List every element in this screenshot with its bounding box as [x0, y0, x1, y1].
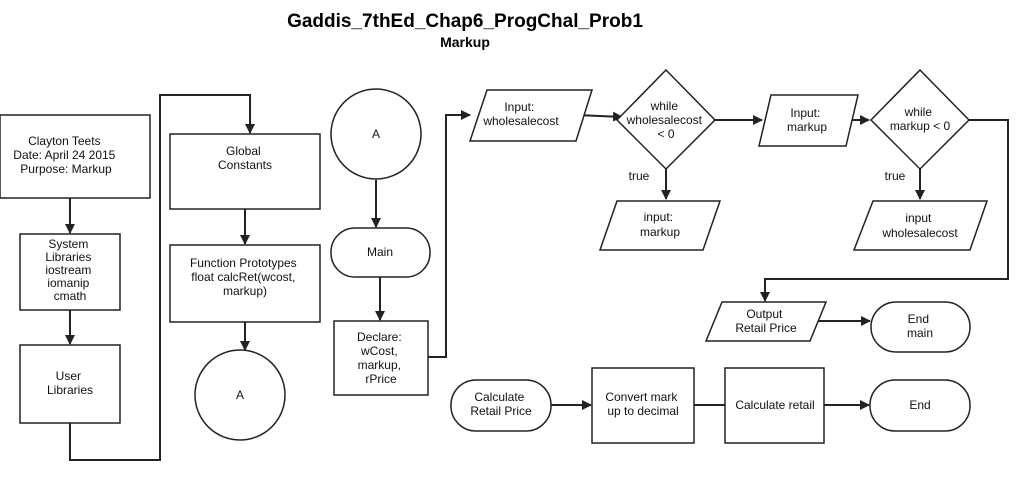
node-calculate-retail-text: Calculate retail [735, 398, 814, 412]
node-input-markup[interactable]: Input: markup [758, 94, 859, 147]
node-calculate-retail[interactable]: Calculate retail [724, 367, 825, 444]
node-calc-start-text: Calculate Retail Price [470, 390, 532, 418]
node-connector-left[interactable]: A [194, 349, 286, 441]
node-output-retail-text: Output Retail Price [735, 307, 797, 335]
node-reinput-wholesalecost-text: input wholesalecost [881, 211, 958, 240]
node-convert-markup-text: Convert mark up to decimal [605, 390, 680, 418]
node-header-info[interactable]: Clayton Teets Date: April 24 2015 Purpos… [0, 114, 151, 199]
edge-declare-to-input-cost [428, 110, 471, 358]
node-function-prototypes-text: Function Prototypes float calcRet(wcost,… [190, 256, 300, 298]
node-end-main[interactable]: End main [870, 301, 971, 353]
node-global-constants[interactable]: Global Constants [169, 133, 321, 210]
edge-user-to-globals [69, 94, 255, 461]
node-header-info-text: Clayton Teets Date: April 24 2015 Purpos… [13, 134, 118, 176]
node-while-markup-text: while markup < 0 [890, 105, 951, 133]
node-connector-top-text: A [372, 127, 380, 141]
node-user-libraries[interactable]: User Libraries [19, 344, 121, 424]
node-user-libraries-text: User Libraries [47, 369, 93, 397]
node-while-wholesalecost[interactable]: while wholesalecost < 0 [615, 68, 717, 171]
node-declare[interactable]: Declare: wCost, markup, rPrice [333, 320, 429, 396]
node-input-markup-text: Input: markup [787, 106, 827, 134]
page-subtitle: Markup [440, 34, 490, 50]
node-output-retail[interactable]: Output Retail Price [704, 301, 828, 342]
node-end-calc-text: End [909, 398, 930, 412]
label-true-markup: true [885, 169, 906, 183]
node-reinput-markup-text: input: markup [640, 210, 680, 239]
node-main-start[interactable]: Main [330, 227, 431, 278]
node-input-wholesalecost[interactable]: Input: wholesalecost [468, 89, 594, 142]
node-end-main-text: End main [907, 312, 933, 340]
node-while-markup[interactable]: while markup < 0 [869, 68, 971, 171]
node-function-prototypes[interactable]: Function Prototypes float calcRet(wcost,… [169, 244, 321, 323]
node-calc-start[interactable]: Calculate Retail Price [450, 379, 552, 432]
page-title: Gaddis_7thEd_Chap6_ProgChal_Prob1 [287, 11, 643, 32]
node-system-libraries-text: System Libraries iostream iomanip cmath [45, 237, 94, 303]
node-while-wholesalecost-text: while wholesalecost < 0 [626, 99, 706, 141]
label-true-wholesalecost: true [629, 169, 650, 183]
node-reinput-markup[interactable]: input: markup [598, 200, 722, 251]
node-declare-text: Declare: wCost, markup, rPrice [357, 330, 405, 386]
node-reinput-wholesalecost[interactable]: input wholesalecost [852, 200, 989, 251]
node-end-calc[interactable]: End [869, 379, 971, 432]
edge-while-markup-to-output [760, 119, 1009, 302]
node-system-libraries[interactable]: System Libraries iostream iomanip cmath [19, 233, 121, 311]
node-main-start-text: Main [367, 245, 393, 259]
node-connector-top[interactable]: A [330, 88, 422, 180]
node-connector-left-text: A [236, 388, 244, 402]
node-convert-markup[interactable]: Convert mark up to decimal [591, 367, 695, 444]
node-global-constants-text: Global Constants [218, 144, 272, 172]
node-input-wholesalecost-text: Input: wholesalecost [482, 100, 559, 128]
